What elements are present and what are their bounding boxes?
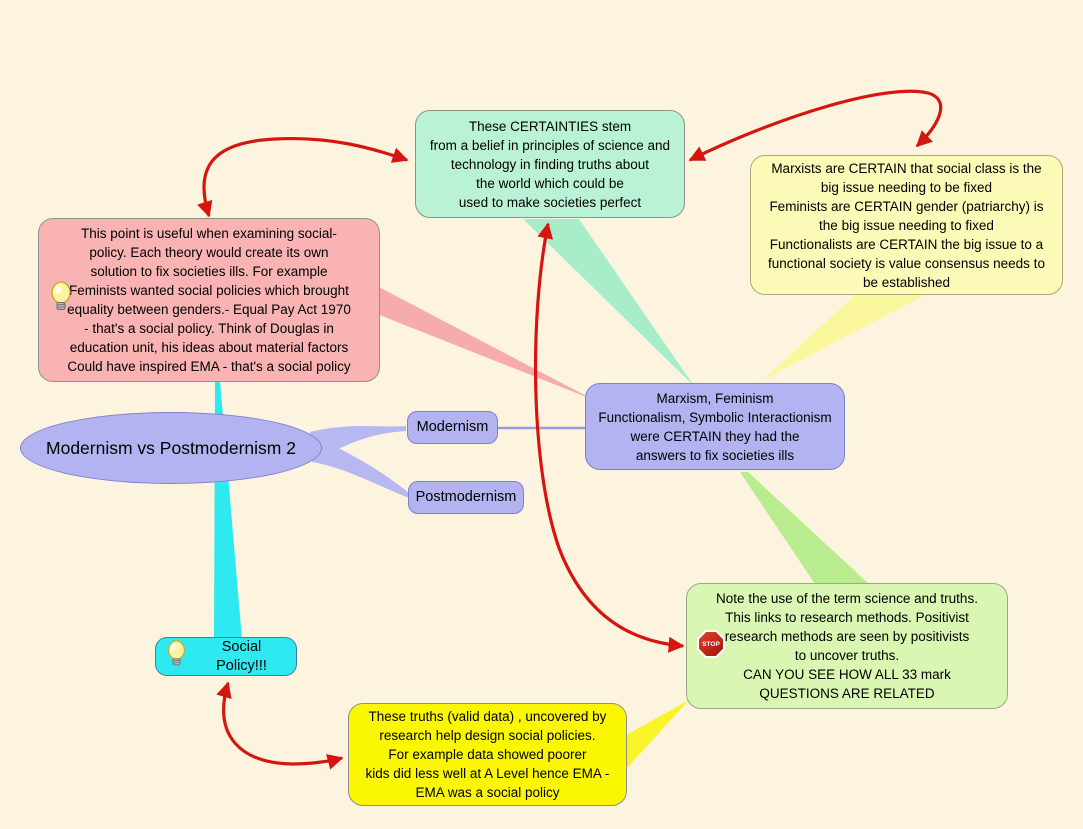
node-modernism[interactable]: Modernism	[407, 411, 498, 444]
branch-root-to-postmodernism	[312, 437, 409, 498]
node-theories-certain-text: Marxism, Feminism Functionalism, Symboli…	[598, 390, 832, 463]
node-marxists-certain[interactable]: Marxists are CERTAIN that social class i…	[750, 155, 1063, 295]
wedge-yellow-to-theories	[763, 294, 927, 380]
node-social-policy-label: Social Policy!!!	[216, 638, 267, 674]
wedge-pink-to-theories	[377, 286, 594, 400]
stop-sign-icon: STOP	[697, 630, 725, 658]
wedge-mint-to-theories	[523, 219, 694, 386]
arrow-pink-mint	[197, 136, 409, 218]
node-valid-data-text: These truths (valid data) , uncovered by…	[365, 709, 610, 800]
arrow-mint-yellow	[688, 89, 943, 162]
node-science-truths[interactable]: STOP Note the use of the term science an…	[686, 583, 1008, 709]
node-postmodernism-label: Postmodernism	[415, 489, 517, 505]
node-social-policy[interactable]: Social Policy!!!	[155, 637, 297, 676]
node-certainties-text: These CERTAINTIES stem from a belief in …	[429, 118, 671, 210]
lightbulb-icon	[49, 281, 73, 318]
node-marxists-certain-text: Marxists are CERTAIN that social class i…	[768, 160, 1045, 290]
node-social-policy-point[interactable]: This point is useful when examining soci…	[38, 218, 380, 382]
node-certainties[interactable]: These CERTAINTIES stem from a belief in …	[415, 110, 685, 218]
node-valid-data[interactable]: These truths (valid data) , uncovered by…	[348, 703, 627, 806]
node-social-policy-point-text: This point is useful when examining soci…	[67, 226, 351, 374]
node-modernism-label: Modernism	[416, 419, 489, 435]
lightbulb-icon	[166, 639, 187, 674]
node-root[interactable]: Modernism vs Postmodernism 2	[20, 412, 322, 484]
arrow-mint-green	[533, 222, 685, 653]
node-science-truths-text: Note the use of the term science and tru…	[716, 591, 978, 701]
node-postmodernism[interactable]: Postmodernism	[408, 481, 524, 514]
wedge-validdata-to-green	[626, 700, 689, 769]
node-theories-certain[interactable]: Marxism, Feminism Functionalism, Symboli…	[585, 383, 845, 470]
node-root-label: Modernism vs Postmodernism 2	[46, 437, 296, 458]
branch-root-to-modernism	[310, 426, 406, 461]
stop-sign-label: STOP	[699, 632, 723, 656]
wedge-green-to-theories	[740, 472, 869, 584]
arrow-socialpolicy-validdata	[216, 681, 344, 770]
